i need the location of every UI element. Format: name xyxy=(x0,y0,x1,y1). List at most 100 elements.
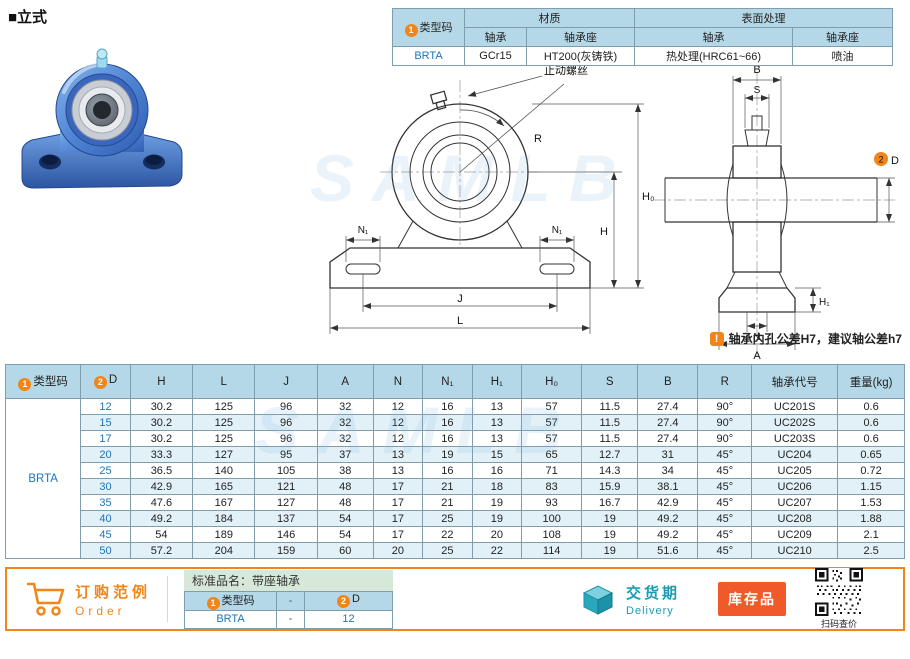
value-cell: 96 xyxy=(254,414,318,431)
order-value-dash: - xyxy=(276,609,306,629)
value-cell: 2.1 xyxy=(837,526,905,543)
value-cell: 90° xyxy=(697,414,753,431)
spec-bearing-material: GCr15 xyxy=(464,46,527,66)
d-value-cell: 20 xyxy=(80,446,131,463)
value-cell: 22 xyxy=(422,526,473,543)
product-photo xyxy=(21,48,183,189)
d-header-label: D xyxy=(108,374,118,386)
order-header-dash: - xyxy=(276,590,306,611)
value-cell: 12.7 xyxy=(581,446,639,463)
value-cell: 16 xyxy=(422,462,473,479)
value-cell: 27.4 xyxy=(637,398,699,415)
badge-1-icon: 1 xyxy=(404,23,418,37)
d-value-cell: 50 xyxy=(80,542,131,559)
value-cell: 105 xyxy=(254,462,318,479)
dim-label-n1-right: N₁ xyxy=(552,225,563,236)
spec-bearing-surface: 热处理(HRC61~66) xyxy=(634,46,793,66)
value-cell: 45° xyxy=(697,446,753,463)
value-cell: 54 xyxy=(316,526,374,543)
order-value-row: BRTA - 12 xyxy=(184,609,394,629)
value-cell: 30.2 xyxy=(129,430,194,447)
delivery-label-en: Delivery xyxy=(626,604,674,617)
column-header: A xyxy=(316,364,374,399)
spec-subheader-housing-2: 轴承座 xyxy=(792,27,893,47)
value-cell: 37 xyxy=(316,446,374,463)
standard-name-value: 带座轴承 xyxy=(252,573,301,588)
value-cell: 57 xyxy=(521,430,583,447)
dimension-lines xyxy=(718,76,895,350)
value-cell: 125 xyxy=(192,414,256,431)
value-cell: 1.15 xyxy=(837,478,905,495)
value-cell: 0.6 xyxy=(837,398,905,415)
value-cell: 14.3 xyxy=(581,462,639,479)
value-cell: 32 xyxy=(316,430,374,447)
dim-label-s: S xyxy=(754,85,761,96)
badge-1-icon: 1 xyxy=(18,377,32,391)
value-cell: 20 xyxy=(471,526,523,543)
value-cell: 19 xyxy=(422,446,473,463)
d-value-cell: 12 xyxy=(80,398,131,415)
column-header: N xyxy=(372,364,424,399)
dim-label-l: L xyxy=(457,315,463,327)
value-cell: 184 xyxy=(192,510,256,527)
dim-label-d: D xyxy=(891,155,899,167)
value-cell: 54 xyxy=(129,526,194,543)
value-cell: 45° xyxy=(697,462,753,479)
value-cell: 48 xyxy=(316,478,374,495)
order-value-type: BRTA xyxy=(184,609,278,629)
value-cell: 19 xyxy=(471,494,523,511)
value-cell: 19 xyxy=(581,526,639,543)
badge-1-icon: 1 xyxy=(206,596,220,610)
page-title: ■立式 xyxy=(8,9,48,26)
delivery-box-icon xyxy=(582,585,614,615)
value-cell: 96 xyxy=(254,430,318,447)
top-section: ■立式 xyxy=(8,8,902,362)
order-header-d-label: D xyxy=(352,593,360,605)
spec-type-label: 类型码 xyxy=(419,21,453,34)
order-header-type-label: 类型码 xyxy=(221,594,255,607)
value-cell: 17 xyxy=(372,510,424,527)
qr-code-icon xyxy=(815,568,864,616)
badge-2-icon xyxy=(874,152,888,166)
value-cell: 121 xyxy=(254,478,318,495)
value-cell: UC210 xyxy=(751,542,839,559)
column-header: L xyxy=(192,364,256,399)
value-cell: 13 xyxy=(471,398,523,415)
column-header: H xyxy=(129,364,194,399)
value-cell: 0.65 xyxy=(837,446,905,463)
value-cell: 13 xyxy=(471,430,523,447)
delivery-block: 交货期 Delivery xyxy=(578,581,680,617)
value-cell: 21 xyxy=(422,478,473,495)
value-cell: 21 xyxy=(422,494,473,511)
spec-header-surface: 表面处理 xyxy=(634,8,893,28)
cart-icon xyxy=(27,582,65,616)
d-value-cell: 25 xyxy=(80,462,131,479)
value-cell: 27.4 xyxy=(637,430,699,447)
front-view-drawing: R 止动螺丝 N₁ N₁ H H₀ J L xyxy=(329,64,655,334)
spec-housing-material: HT200(灰铸铁) xyxy=(526,46,635,66)
value-cell: 48 xyxy=(316,494,374,511)
tolerance-note: ! 轴承内孔公差H7，建议轴公差h7 xyxy=(709,330,902,347)
column-header: R xyxy=(697,364,753,399)
column-header: S xyxy=(581,364,639,399)
value-cell: 49.2 xyxy=(129,510,194,527)
value-cell: 13 xyxy=(372,446,424,463)
value-cell: 38 xyxy=(316,462,374,479)
d-value-cell: 45 xyxy=(80,526,131,543)
order-label-cn: 订购范例 xyxy=(75,583,152,601)
spec-subheader-bearing-1: 轴承 xyxy=(464,27,527,47)
d-value-cell: 30 xyxy=(80,478,131,495)
